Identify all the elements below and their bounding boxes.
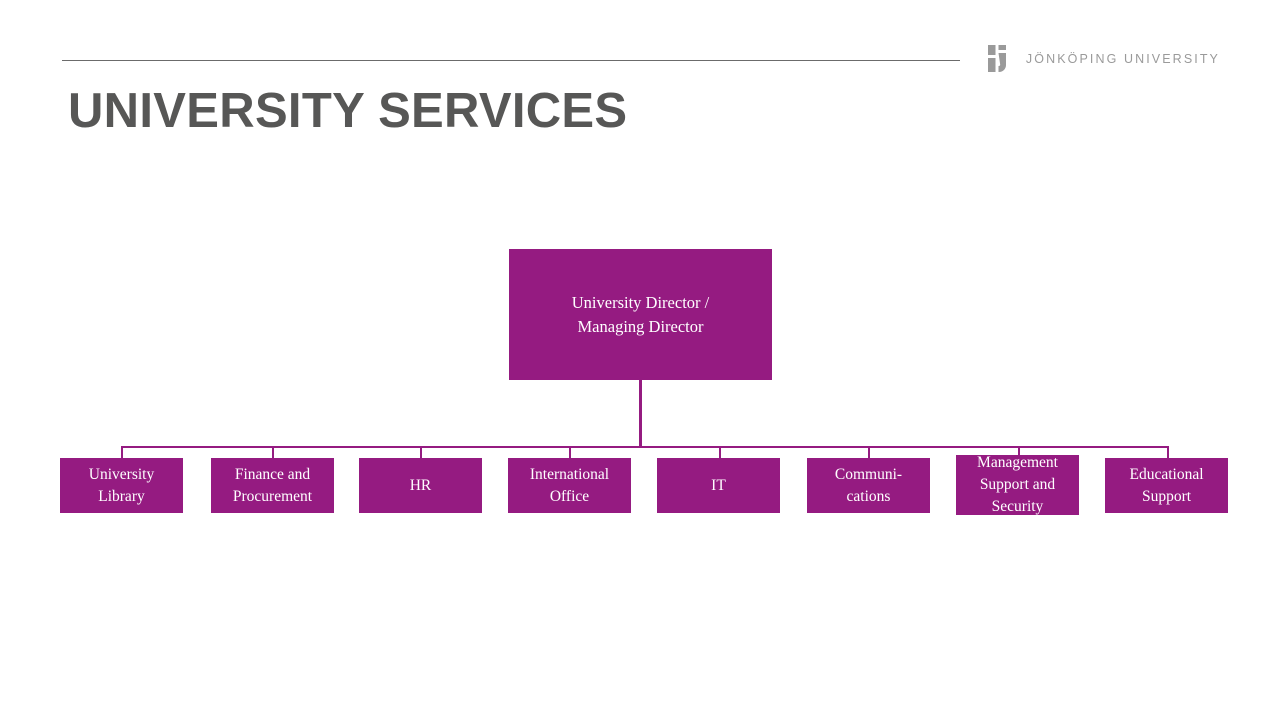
org-node-it-label: IT: [705, 475, 732, 497]
org-node-line: International: [529, 465, 610, 483]
org-node-line: Support: [1141, 487, 1192, 505]
org-node-hr-label: HR: [404, 475, 438, 497]
org-node-communications-label: Communi- cations: [829, 464, 908, 508]
org-node-international-office-label: International Office: [524, 464, 615, 508]
org-node-educational-support[interactable]: Educational Support: [1105, 458, 1228, 513]
org-node-management-support-and-security-label: Management Support and Security: [971, 452, 1064, 518]
org-node-line: Library: [98, 487, 145, 505]
org-node-line: Management: [977, 454, 1058, 471]
connector-drop-hr: [420, 446, 422, 458]
connector-drop-communications: [868, 446, 870, 458]
connector-horizontal-bus: [121, 446, 1169, 448]
org-node-line: cations: [846, 487, 891, 505]
connector-drop-finance-and-procurement: [272, 446, 274, 458]
org-node-line: IT: [711, 476, 726, 494]
org-node-management-support-and-security[interactable]: Management Support and Security: [956, 452, 1079, 518]
org-node-root[interactable]: University Director / Managing Director: [509, 249, 772, 380]
org-node-line: HR: [409, 476, 432, 494]
header-divider: [62, 60, 960, 61]
org-node-university-library-label: University Library: [83, 464, 160, 508]
org-node-communications[interactable]: Communi- cations: [807, 458, 930, 513]
connector-drop-it: [719, 446, 721, 458]
org-node-finance-and-procurement[interactable]: Finance and Procurement: [211, 458, 334, 513]
connector-drop-management-support-and-security: [1018, 446, 1020, 455]
connector-drop-educational-support: [1167, 446, 1169, 458]
org-node-it[interactable]: IT: [657, 458, 780, 513]
org-node-line: University: [88, 465, 155, 483]
org-node-international-office[interactable]: International Office: [508, 458, 631, 513]
org-node-hr[interactable]: HR: [359, 458, 482, 513]
page-title: UNIVERSITY SERVICES: [68, 84, 628, 138]
jonkoping-university-j-mark-icon: [987, 45, 1013, 73]
org-node-root-label: University Director / Managing Director: [566, 291, 715, 338]
org-node-finance-and-procurement-label: Finance and Procurement: [227, 464, 318, 508]
org-node-line: Office: [549, 487, 590, 505]
org-node-line: Security: [991, 498, 1044, 515]
connector-drop-international-office: [569, 446, 571, 458]
org-node-educational-support-label: Educational Support: [1123, 464, 1209, 508]
connector-drop-university-library: [121, 446, 123, 458]
org-node-line: Support and: [979, 476, 1056, 493]
brand-wordmark: JÖNKÖPING UNIVERSITY: [1025, 51, 1220, 66]
org-node-line: Communi-: [834, 465, 903, 483]
org-node-root-line-2: Managing Director: [577, 316, 704, 336]
brand-logo: JÖNKÖPING UNIVERSITY: [987, 44, 1220, 74]
org-node-line: Finance and: [234, 465, 311, 483]
connector-root-vertical: [639, 380, 642, 448]
org-node-university-library[interactable]: University Library: [60, 458, 183, 513]
org-node-line: Educational: [1129, 465, 1204, 483]
org-node-root-line-1: University Director /: [571, 293, 710, 313]
org-node-line: Procurement: [232, 487, 313, 505]
